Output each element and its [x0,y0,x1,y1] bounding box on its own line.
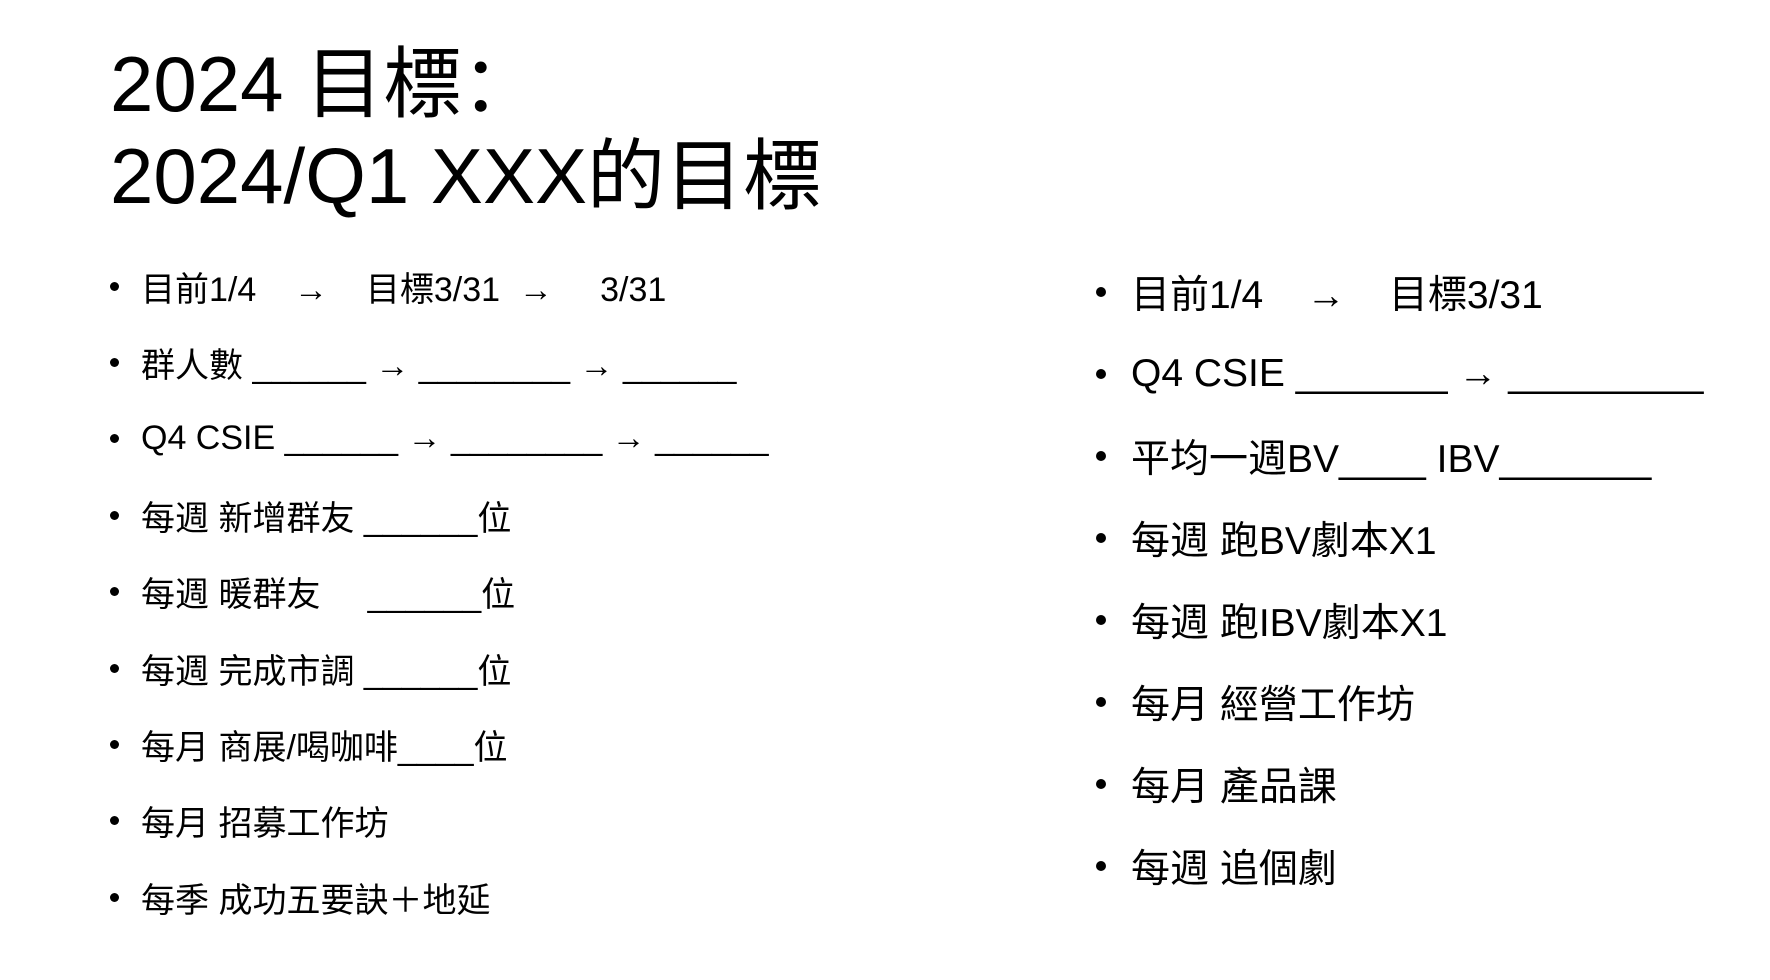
bullet-icon [1096,451,1106,461]
list-item-text: Q4 CSIE ______ → ________ → ______ [141,419,769,458]
bullet-icon [1096,287,1106,297]
list-item-text: 群人數 ______ → ________ → ______ [141,346,737,385]
list-item: 每週 跑BV劇本X1 [1096,513,1437,563]
list-item: 每月 招募工作坊 [110,799,388,843]
bullet-icon [1096,615,1106,625]
list-item-text: 每週 新增群友 ______位 [141,499,512,538]
list-item-text: 目前1/4 → 目標3/31 [1131,274,1543,317]
list-item-text: 每週 完成市調 ______位 [141,652,512,691]
list-item: 群人數 ______ → ________ → ______ [110,340,737,385]
bullet-icon [1096,779,1106,789]
list-item-text: 平均一週BV____ IBV_______ [1131,438,1652,481]
bullet-icon [1096,861,1106,871]
slide-title: 2024 目標： 2024/Q1 XXX的目標 [110,38,821,222]
list-item: Q4 CSIE ______ → ________ → ______ [110,417,769,461]
bullet-icon [110,434,119,444]
list-item: 每週 完成市調 ______位 [110,646,512,691]
list-item: 每週 追個劇 [1096,841,1337,891]
bullet-icon [110,816,119,826]
list-item: 每季 成功五要訣＋地延 [110,875,491,920]
list-item: 目前1/4 → 目標3/31 [1096,267,1543,317]
list-item-text: 每月 招募工作坊 [141,805,389,844]
list-item-text: 每月 產品課 [1131,766,1337,809]
bullet-icon [110,357,119,367]
list-item: 每月 商展/喝咖啡____位 [110,722,508,767]
list-item: 平均一週BV____ IBV_______ [1096,431,1651,481]
list-item: 每週 跑IBV劇本X1 [1096,595,1447,645]
bullet-icon [110,663,119,673]
bullet-icon [110,587,119,597]
title-line-1: 2024 目標： [110,40,540,128]
list-item-text: 目前1/4 → 目標3/31 → 3/31 [141,270,667,309]
list-item: 目前1/4 → 目標3/31 → 3/31 [110,264,667,309]
list-item: 每月 經營工作坊 [1096,677,1415,727]
list-item-text: 每週 跑BV劇本X1 [1131,520,1437,563]
list-item: Q4 CSIE _______ → _________ [1096,349,1703,399]
list-item: 每週 新增群友 ______位 [110,493,512,538]
bullet-icon [110,739,119,749]
list-item-text: 每週 暖群友 ______位 [141,576,516,615]
list-item: 每月 產品課 [1096,759,1337,809]
list-item-text: 每月 經營工作坊 [1131,684,1415,727]
list-item: 每週 暖群友 ______位 [110,570,515,614]
bullet-icon [110,510,119,520]
bullet-icon [1096,697,1106,707]
bullet-icon [110,892,119,902]
title-line-2: 2024/Q1 XXX的目標 [110,132,821,220]
list-item-text: 每週 跑IBV劇本X1 [1131,602,1448,645]
bullet-icon [1096,533,1106,543]
list-item-text: 每月 商展/喝咖啡____位 [141,728,508,767]
bullet-icon [110,281,119,291]
list-item-text: 每季 成功五要訣＋地延 [141,881,491,920]
bullet-icon [1096,369,1106,379]
list-item-text: 每週 追個劇 [1131,848,1337,891]
list-item-text: Q4 CSIE _______ → _________ [1131,352,1704,395]
